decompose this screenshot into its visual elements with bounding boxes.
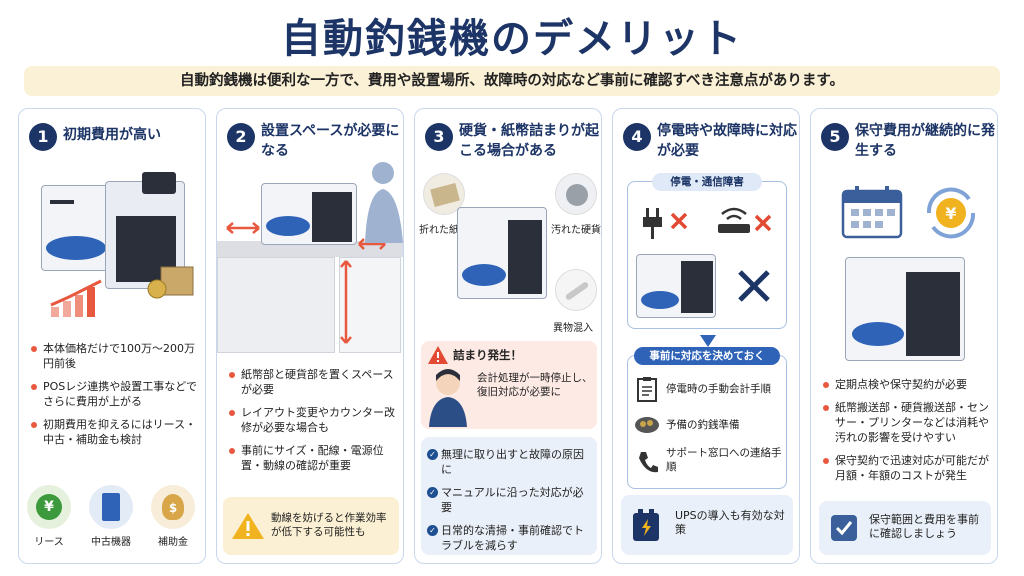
card-installation-space: 2 設置スペースが必要になる 紙幣部と硬貨部を置くスペースが必要 レイアウト変更… bbox=[216, 108, 404, 564]
issue-label: 折れた紙幣 bbox=[419, 225, 469, 236]
bullet-item: 初期費用を抑えるにはリース・中古・補助金も検討 bbox=[31, 417, 203, 447]
outage-label: 停電・通信障害 bbox=[652, 173, 762, 191]
bullet-item: POSレジ連携や設置工事などでさらに費用が上がる bbox=[31, 379, 203, 409]
issue-label: 汚れた硬貨 bbox=[551, 225, 601, 236]
alert-text: 会計処理が一時停止し、復旧対応が必要に bbox=[477, 372, 593, 398]
icon-label: 補助金 bbox=[158, 537, 188, 548]
icon-label: リース bbox=[34, 537, 64, 548]
ups-text: UPSの導入も有効な対策 bbox=[675, 509, 785, 536]
outage-box: 停電・通信障害 bbox=[627, 173, 787, 329]
prep-item: 停電時の手動会計手順 bbox=[666, 383, 771, 395]
width-arrow-icon bbox=[358, 238, 386, 250]
page-title: 自動釣銭機のデメリット bbox=[281, 16, 743, 62]
card-heading: 停電時や故障時に対応が必要 bbox=[657, 123, 797, 159]
money-stack-icon bbox=[147, 266, 194, 299]
card-number: 5 bbox=[821, 123, 849, 151]
card-number: 3 bbox=[425, 123, 453, 151]
person-silhouette-icon bbox=[365, 162, 403, 243]
card-number: 2 bbox=[227, 123, 255, 151]
down-arrow-icon bbox=[700, 335, 716, 347]
height-arrow-icon bbox=[340, 260, 352, 344]
foreign-object-icon bbox=[555, 269, 597, 311]
card-heading: 硬貨・紙幣詰まりが起こる場合がある bbox=[459, 123, 599, 159]
check-item: マニュアルに沿った対応が必要 bbox=[427, 485, 593, 515]
check-list: 無理に取り出すと故障の原因に マニュアルに沿った対応が必要 日常的な清掃・事前確… bbox=[427, 447, 593, 561]
alert-title: 詰まり発生！ bbox=[453, 348, 522, 362]
recurring-cost-icon: ¥ bbox=[926, 187, 976, 239]
cash-machine-illustration bbox=[261, 183, 357, 245]
checklist-box: 無理に取り出すと故障の原因に マニュアルに沿った対応が必要 日常的な清掃・事前確… bbox=[421, 437, 597, 555]
bullet-list: 紙幣部と硬貨部を置くスペースが必要 レイアウト変更やカウンター改修が必要な場合も… bbox=[229, 367, 401, 481]
router-icon bbox=[718, 207, 772, 233]
machine-icon bbox=[102, 493, 120, 521]
ups-box: UPSの導入も有効な対策 bbox=[621, 495, 793, 555]
warning-text: 動線を妨げると作業効率が低下する可能性も bbox=[271, 512, 387, 538]
staff-person-icon bbox=[429, 369, 467, 427]
card-maintenance: 5 保守費用が継続的に発生する ¥ 定期点検や保守契約が必要 紙幣搬送部・硬貨搬… bbox=[810, 108, 998, 564]
svg-text:¥: ¥ bbox=[945, 204, 956, 223]
lease-icon: ¥ bbox=[27, 485, 71, 529]
bullet-item: レイアウト変更やカウンター改修が必要な場合も bbox=[229, 405, 401, 435]
card-outage: 4 停電時や故障時に対応が必要 停電・通信障害 事前に対応を決めておく 停電時の… bbox=[612, 108, 800, 564]
bullet-list: 本体価格だけで100万〜200万円前後 POSレジ連携や設置工事などでさらに費用… bbox=[31, 341, 203, 455]
counter-top bbox=[217, 241, 403, 257]
page-subtitle: 自動釣銭機は便利な一方で、費用や設置場所、故障時の対応など事前に確認すべき注意点… bbox=[24, 66, 1000, 96]
preparation-box: 事前に対応を決めておく 停電時の手動会計手順 予備の釣銭準備 サポート窓口への連… bbox=[627, 347, 787, 489]
check-box-text: 保守範囲と費用を事前に確認しましょう bbox=[869, 513, 979, 540]
prep-label: 事前に対応を決めておく bbox=[634, 347, 780, 365]
cross-icon bbox=[738, 270, 770, 302]
cash-machine-illustration bbox=[105, 172, 185, 289]
width-arrow-icon bbox=[226, 222, 260, 234]
bullet-item: 紙幣搬送部・硬貨搬送部・センサー・プリンターなどは消耗や汚れの影響を受けやすい bbox=[823, 400, 995, 445]
counter-cabinet bbox=[217, 257, 335, 353]
used-machine-icon bbox=[89, 485, 133, 529]
battery-icon bbox=[633, 509, 659, 541]
warning-box: 動線を妨げると作業効率が低下する可能性も bbox=[223, 497, 399, 555]
yen-circle-icon: ¥ bbox=[36, 494, 62, 520]
bullet-item: 事前にサイズ・配線・電源位置・動線の確認が重要 bbox=[229, 443, 401, 473]
icon-label: 中古機器 bbox=[91, 537, 131, 548]
cash-machine-illustration bbox=[41, 185, 111, 271]
cash-machine-illustration bbox=[457, 207, 547, 299]
alert-icon bbox=[428, 346, 448, 364]
bullet-item: 保守契約で迅速対応が可能だが月額・年額のコストが発生 bbox=[823, 453, 995, 483]
cash-machine-illustration bbox=[845, 257, 965, 361]
bullet-item: 本体価格だけで100万〜200万円前後 bbox=[31, 341, 203, 371]
card-jamming: 3 硬貨・紙幣詰まりが起こる場合がある 折れた紙幣 汚れた硬貨 異物混入 詰まり… bbox=[414, 108, 602, 564]
card-number: 1 bbox=[29, 123, 57, 151]
card-heading: 保守費用が継続的に発生する bbox=[855, 123, 995, 159]
prep-item: 予備の釣銭準備 bbox=[666, 419, 740, 431]
checkbox-icon bbox=[831, 515, 857, 541]
bullet-item: 定期点検や保守契約が必要 bbox=[823, 377, 995, 392]
card-heading: 初期費用が高い bbox=[63, 127, 161, 143]
issue-label: 異物混入 bbox=[553, 323, 593, 334]
cost-rise-icon bbox=[50, 279, 102, 317]
power-plug-icon bbox=[643, 208, 688, 239]
subsidy-icon: $ bbox=[151, 485, 195, 529]
bullet-item: 紙幣部と硬貨部を置くスペースが必要 bbox=[229, 367, 401, 397]
check-item: 無理に取り出すと故障の原因に bbox=[427, 447, 593, 477]
jam-alert-box: 詰まり発生！ 会計処理が一時停止し、復旧対応が必要に bbox=[421, 341, 597, 429]
prep-item: サポート窓口への連絡手順 bbox=[666, 447, 782, 473]
money-bag-icon: $ bbox=[162, 494, 184, 520]
coin-tray-icon bbox=[635, 417, 659, 433]
calendar-icon bbox=[841, 186, 903, 239]
cash-machine-illustration bbox=[636, 254, 716, 318]
phone-icon bbox=[639, 452, 658, 473]
dirty-coin-icon bbox=[555, 173, 597, 215]
card-number: 4 bbox=[623, 123, 651, 151]
clipboard-icon bbox=[637, 377, 657, 402]
card-heading: 設置スペースが必要になる bbox=[261, 123, 400, 159]
check-box: 保守範囲と費用を事前に確認しましょう bbox=[819, 501, 991, 555]
counter-shelf bbox=[339, 257, 401, 353]
bullet-list: 定期点検や保守契約が必要 紙幣搬送部・硬貨搬送部・センサー・プリンターなどは消耗… bbox=[823, 377, 995, 491]
warning-icon bbox=[232, 513, 264, 539]
card-initial-cost: 1 初期費用が高い 本体価格だけで100万〜200万円前後 POSレジ連携や設置… bbox=[18, 108, 206, 564]
check-item: 日常的な清掃・事前確認でトラブルを減らす bbox=[427, 523, 593, 553]
